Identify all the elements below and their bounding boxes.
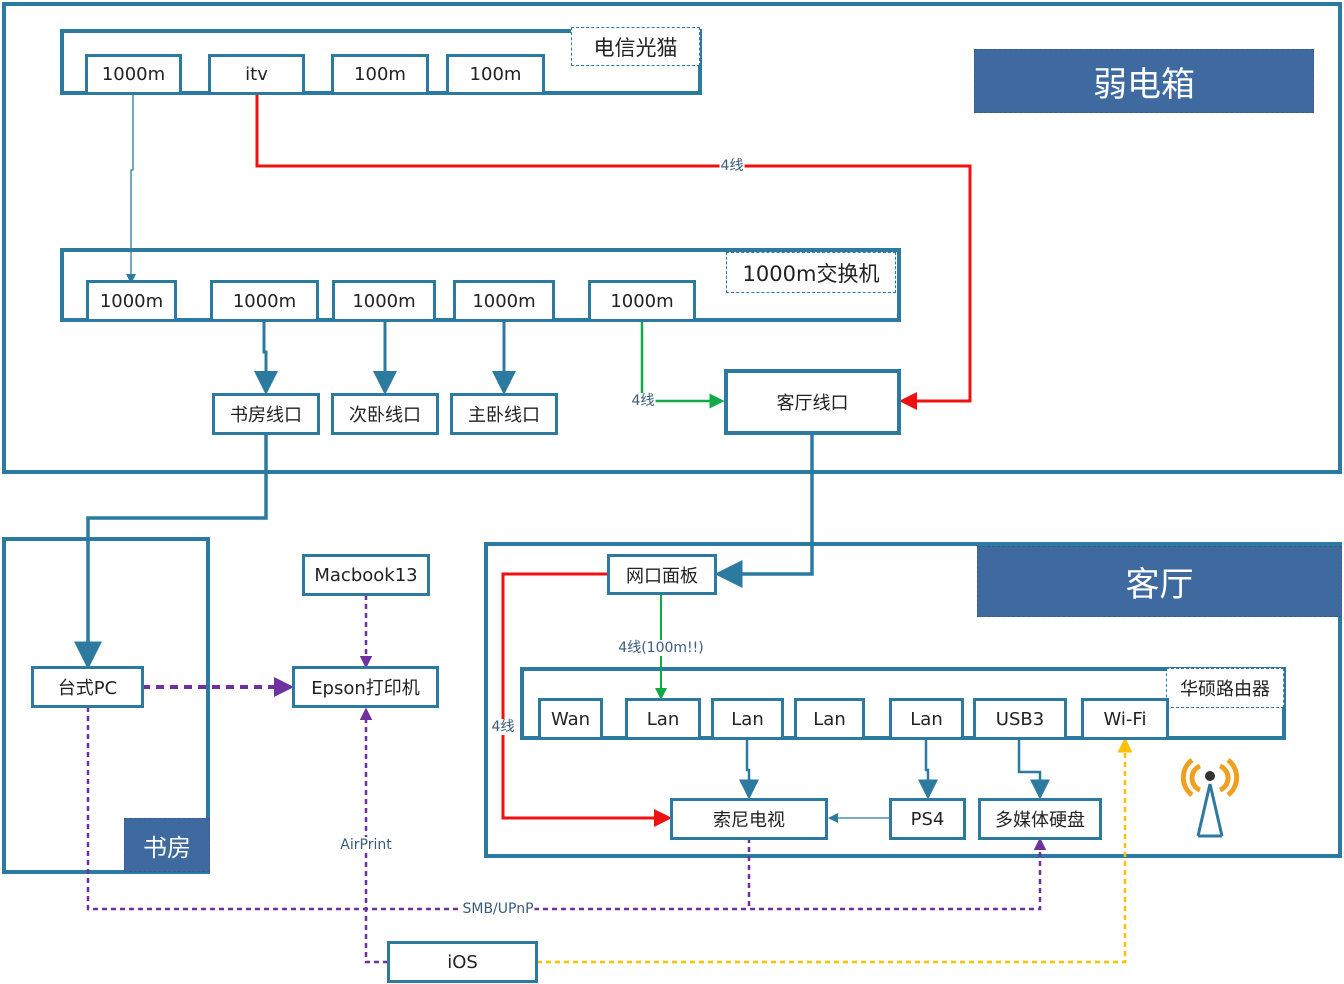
modem-port-itv: itv xyxy=(208,54,305,95)
link-router-usb-to-drive xyxy=(1017,738,1050,800)
link-router-lan-to-ps4 xyxy=(918,738,938,800)
outlet-living-room: 客厅线口 xyxy=(724,369,901,435)
modem-label: 电信光猫 xyxy=(571,27,700,66)
desktop-pc: 台式PC xyxy=(31,666,144,708)
edge-label-panel-router: 4线(100m!!) xyxy=(617,640,705,656)
outlet-second-bedroom: 次卧线口 xyxy=(331,393,439,435)
edge-label-smb-upnp: SMB/UPnP xyxy=(461,901,535,917)
modem-port-1000m: 1000m xyxy=(85,54,182,95)
cabinet-title: 弱电箱 xyxy=(974,49,1314,113)
router-label: 华硕路由器 xyxy=(1166,668,1284,708)
switch-port-1: 1000m xyxy=(86,280,177,322)
outlet-master-bedroom: 主卧线口 xyxy=(450,393,558,435)
link-itv-to-living-outlet xyxy=(255,94,972,410)
link-living-outlet-to-panel xyxy=(714,433,814,588)
link-ios-to-printer xyxy=(359,707,388,964)
link-pc-to-drive xyxy=(86,707,1047,911)
macbook: Macbook13 xyxy=(302,554,430,596)
sony-tv: 索尼电视 xyxy=(670,798,828,840)
router-port-lan-3: Lan xyxy=(794,698,865,740)
router-port-usb3: USB3 xyxy=(973,698,1067,740)
ps4: PS4 xyxy=(889,798,966,840)
router-port-lan-4: Lan xyxy=(889,698,964,740)
ios-device: iOS xyxy=(387,941,538,983)
router-port-wifi: Wi-Fi xyxy=(1081,698,1169,740)
wall-panel: 网口面板 xyxy=(607,554,717,595)
modem-port-100m-a: 100m xyxy=(331,54,429,95)
switch-label: 1000m交换机 xyxy=(726,252,896,293)
link-panel-to-tv xyxy=(501,572,672,827)
edge-label-itv-4wire: 4线 xyxy=(719,158,745,174)
living-room-title: 客厅 xyxy=(977,546,1342,617)
link-router-lan-to-tv xyxy=(739,738,759,800)
router-port-lan-1: Lan xyxy=(625,698,701,740)
outlet-study: 书房线口 xyxy=(212,393,320,435)
media-drive: 多媒体硬盘 xyxy=(978,798,1102,840)
switch-port-2: 1000m xyxy=(210,280,319,322)
epson-printer: Epson打印机 xyxy=(292,666,439,708)
edge-label-panel-tv-4wire: 4线 xyxy=(490,719,516,735)
switch-port-4: 1000m xyxy=(453,280,555,322)
edge-label-airprint: AirPrint xyxy=(339,837,393,853)
study-title: 书房 xyxy=(124,818,210,872)
link-ios-to-wifi xyxy=(537,737,1133,964)
link-modem-to-switch xyxy=(126,94,136,284)
router-port-lan-2: Lan xyxy=(711,698,784,740)
switch-port-3: 1000m xyxy=(332,280,436,322)
link-study-outlet-to-pc xyxy=(74,433,268,670)
wifi-antenna-icon xyxy=(1180,758,1240,838)
switch-port-5: 1000m xyxy=(588,280,696,322)
edge-label-switch-4wire: 4线 xyxy=(630,393,656,409)
router-port-wan: Wan xyxy=(538,698,603,740)
link-switch-to-living-outlet xyxy=(640,320,725,409)
link-switch-to-study xyxy=(254,320,278,395)
modem-port-100m-b: 100m xyxy=(446,54,545,95)
